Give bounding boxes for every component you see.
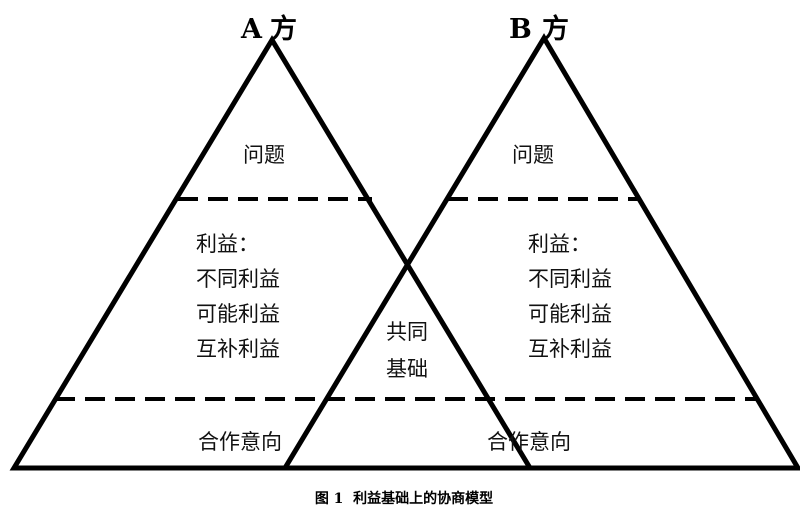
party-a-interest-complementary: 互补利益 (196, 337, 280, 361)
party-a-cooperation-label: 合作意向 (198, 430, 282, 454)
party-b-letter: B (509, 14, 532, 45)
figure-caption: 图 1 利益基础上的协商模型 (315, 490, 493, 507)
common-ground-label-line2: 基础 (386, 357, 428, 381)
party-a-issue-label: 问题 (243, 143, 285, 167)
party-a-letter: A (240, 14, 263, 45)
party-b-interest-different: 不同利益 (528, 267, 612, 291)
party-a-interest-possible: 可能利益 (196, 302, 280, 326)
party-b-issue-label: 问题 (512, 143, 554, 167)
party-a-triangle (9, 35, 535, 471)
party-a-interest-different: 不同利益 (196, 267, 280, 291)
party-b-interest-heading: 利益： (528, 232, 591, 256)
common-ground-label-line1: 共同 (386, 320, 428, 344)
party-b-interest-possible: 可能利益 (528, 302, 612, 326)
party-b-suffix: 方 (542, 13, 569, 45)
party-a-interest-heading: 利益： (196, 232, 259, 256)
party-a-suffix: 方 (270, 13, 297, 45)
party-b-triangle (280, 33, 800, 471)
party-b-cooperation-label: 合作意向 (487, 430, 571, 454)
party-b-interest-complementary: 互补利益 (528, 337, 612, 361)
